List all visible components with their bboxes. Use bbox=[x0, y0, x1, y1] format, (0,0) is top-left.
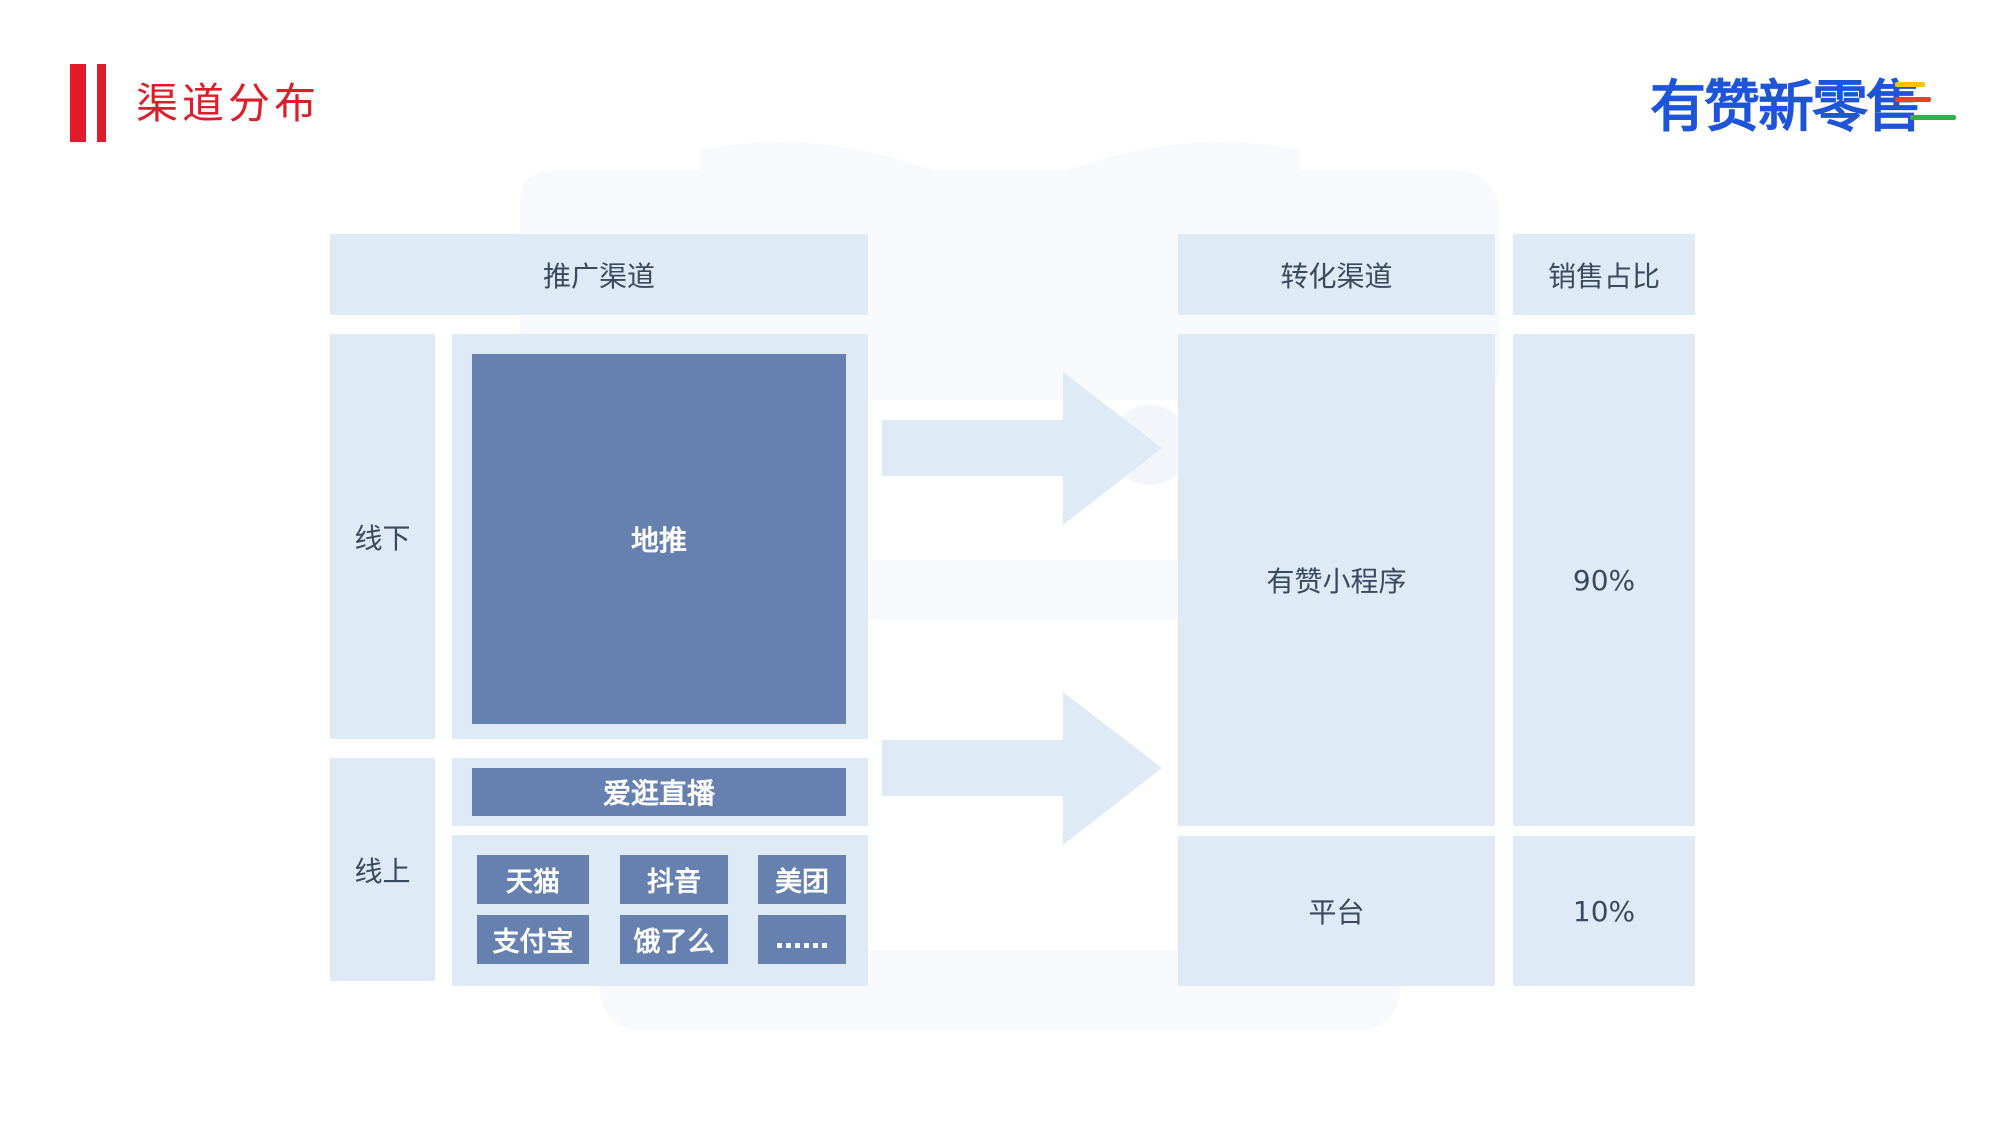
logo-line-red bbox=[1895, 97, 1931, 102]
header-conversion-channel: 转化渠道 bbox=[1178, 234, 1495, 315]
brand-logo-text: 有赞新零售 bbox=[1650, 75, 1922, 140]
live-streaming-block: 爱逛直播 bbox=[472, 768, 846, 816]
platform-tag-meituan: 美团 bbox=[758, 855, 846, 904]
arrow-icon-offline bbox=[882, 372, 1162, 525]
conversion-mini-program: 有赞小程序 bbox=[1178, 334, 1495, 826]
arrow-icon-online bbox=[882, 692, 1162, 845]
sales-share-mini-program: 90% bbox=[1513, 334, 1695, 826]
conversion-platform: 平台 bbox=[1178, 836, 1495, 986]
logo-line-green bbox=[1910, 115, 1956, 120]
logo-line-yellow bbox=[1895, 82, 1925, 87]
platform-tag-eleme: 饿了么 bbox=[620, 915, 728, 964]
platform-tag-more: …… bbox=[758, 915, 846, 964]
title-accent-bar bbox=[70, 64, 86, 142]
sales-share-platform: 10% bbox=[1513, 836, 1695, 986]
header-promotion-channel: 推广渠道 bbox=[330, 234, 868, 315]
title-accent-bar-thin bbox=[97, 64, 106, 142]
platform-tag-alipay: 支付宝 bbox=[477, 915, 589, 964]
platform-tag-douyin: 抖音 bbox=[620, 855, 728, 904]
platform-tag-tmall: 天猫 bbox=[477, 855, 589, 904]
header-sales-share: 销售占比 bbox=[1513, 234, 1695, 315]
row-label-offline: 线下 bbox=[330, 334, 435, 739]
row-label-online: 线上 bbox=[330, 758, 435, 981]
page-title: 渠道分布 bbox=[136, 79, 321, 128]
ground-promotion-block: 地推 bbox=[472, 354, 846, 724]
